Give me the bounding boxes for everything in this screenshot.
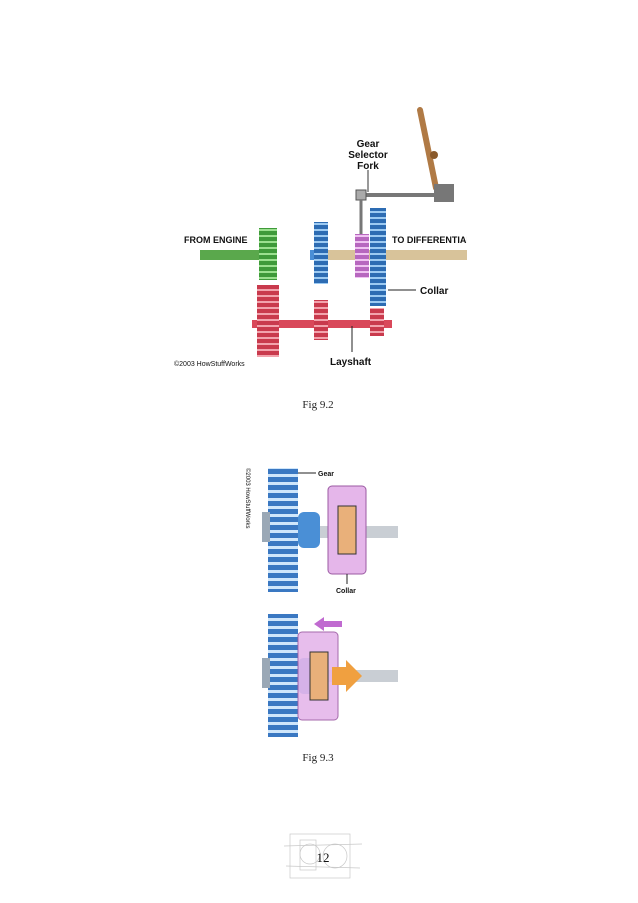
layshaft-label: Layshaft [330,357,372,368]
page-number-area: 12 [280,826,366,886]
gear-top [268,468,298,592]
transmission-diagram: Gear Selector Fork FROM ENGINE TO DIFFER… [174,107,467,368]
page-number: 12 [316,850,330,865]
to-differential-label: TO DIFFERENTIAL [392,235,467,245]
input-shaft [200,250,262,260]
collar-engagement-diagram: Gear Collar ©2003 HowStuffWorks [244,468,398,737]
gear-selector-label-2: Selector [348,150,388,161]
output-gear-2 [370,208,386,306]
gear-selector-label-3: Fork [357,161,379,172]
figure-caption: Fig 9.2 [302,399,334,411]
layshaft-gear-3 [370,308,384,336]
input-gear [259,228,277,280]
from-engine-label: FROM ENGINE [184,235,248,245]
copyright-text: ©2003 HowStuffWorks [174,360,245,368]
gear-label: Gear [318,471,334,478]
engage-arrow [332,660,362,692]
layshaft-gear-2 [314,300,328,340]
slide-arrow [314,617,342,631]
layshaft-gear-1 [257,285,279,357]
figure-caption-2: Fig 9.3 [302,752,334,764]
output-gear-1 [314,222,328,284]
background-sketch [283,833,363,879]
output-shaft [322,250,467,260]
lever-base [434,184,454,202]
collar-label-2: Collar [336,588,356,595]
gear-selector-label-1: Gear [357,139,380,150]
collar-label: Collar [420,286,448,297]
copyright-text-2: ©2003 HowStuffWorks [244,468,251,529]
gear-bottom [268,614,298,737]
collar [355,234,369,278]
